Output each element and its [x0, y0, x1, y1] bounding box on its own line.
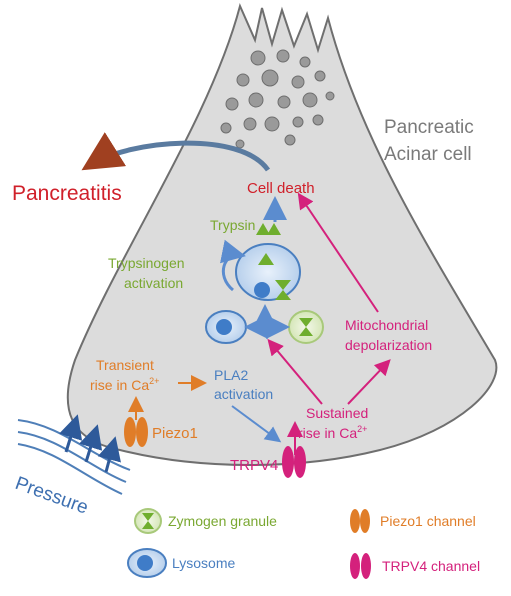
legend-lysosome: Lysosome — [127, 548, 236, 578]
arrow-sustained-to-mito — [347, 359, 391, 405]
secretory-granules — [220, 49, 335, 149]
arrow-pla2-to-trpv4 — [231, 405, 282, 443]
pressure-arrows — [59, 414, 121, 473]
trypsinogen-label-line2: activation — [124, 275, 183, 291]
sustained-label-line1: Sustained — [306, 405, 368, 421]
legend: Zymogen granule Lysosome Piezo1 channel … — [127, 508, 480, 579]
trypsin-label: Trypsin — [210, 217, 255, 233]
legend-trpv4: TRPV4 channel — [350, 553, 480, 579]
vacuole-zymogen-hourglass — [275, 280, 291, 300]
cell-title-line1: Pancreatic — [384, 117, 474, 138]
legend-trpv4-label: TRPV4 channel — [382, 558, 480, 574]
arrow-death-to-pancreatitis — [81, 132, 271, 172]
arrow-trypsinogen-activation — [220, 239, 246, 292]
lysosome-small-core — [216, 319, 232, 335]
zymogen-granule-small — [288, 310, 324, 344]
arrow-mito-to-death — [297, 192, 379, 313]
legend-lysosome-label: Lysosome — [172, 555, 236, 571]
mito-label-line1: Mitochondrial — [345, 317, 428, 333]
piezo1-label: Piezo1 — [152, 425, 198, 442]
legend-piezo1: Piezo1 channel — [350, 509, 476, 533]
pla2-label-line1: PLA2 — [214, 367, 248, 383]
cell-title-line2: Acinar cell — [384, 144, 472, 165]
cell-death-label: Cell death — [247, 180, 315, 197]
pla2-label-line2: activation — [214, 386, 273, 402]
vacuole-lysosome-core — [254, 282, 270, 298]
legend-zymogen: Zymogen granule — [134, 508, 277, 534]
mito-label-line2: depolarization — [345, 337, 432, 353]
transient-label-line1: Transient — [96, 357, 154, 373]
trypsin-triangles — [256, 223, 281, 235]
legend-zymogen-icon — [134, 508, 162, 534]
pressure-label: Pressure — [12, 473, 91, 519]
transient-label-line2: rise in Ca2+ — [90, 376, 159, 393]
acinar-cell-body — [66, 2, 498, 466]
pressure-waves — [17, 419, 131, 495]
trpv4-label: TRPV4 — [230, 457, 278, 474]
pancreatitis-label: Pancreatitis — [12, 182, 122, 205]
legend-piezo1-icon — [350, 509, 370, 533]
vacuole-trypsin-triangle — [258, 253, 274, 265]
trypsinogen-label-line1: Trypsinogen — [108, 255, 185, 271]
trpv4-channel — [282, 446, 306, 478]
legend-zymogen-label: Zymogen granule — [168, 513, 277, 529]
sustained-label-line2: rise in Ca2+ — [298, 424, 367, 441]
piezo1-channel — [124, 417, 148, 447]
arrow-sustained-to-fusion — [267, 338, 323, 405]
legend-piezo1-label: Piezo1 channel — [380, 513, 476, 529]
legend-trpv4-icon — [350, 553, 371, 579]
zymogen-small-hourglass — [299, 318, 313, 336]
